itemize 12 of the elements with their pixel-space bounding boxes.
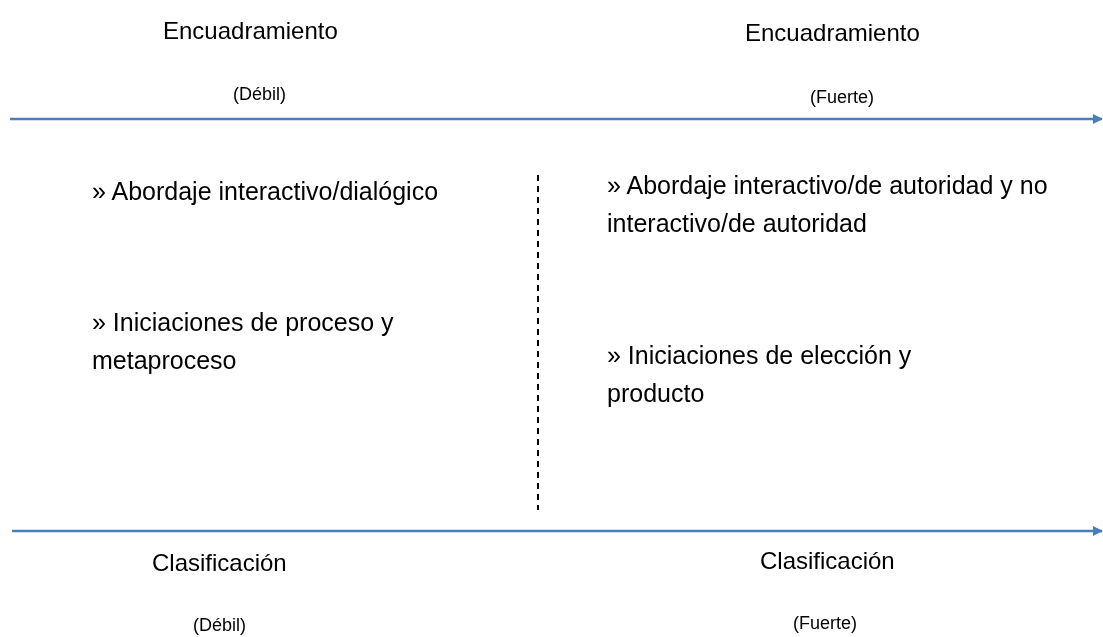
label-text: Clasificación — [152, 548, 287, 578]
label-text: (Fuerte) — [793, 612, 857, 634]
label-text: » Abordaje interactivo/dialógico — [92, 176, 439, 207]
label-text: Encuadramiento — [745, 18, 920, 48]
label-text: Clasificación — [760, 546, 895, 576]
label-text: » Iniciaciones de proceso y metaproceso — [92, 307, 395, 376]
label-text: » Iniciaciones de elección y producto — [607, 340, 913, 409]
label-text: (Débil) — [233, 83, 286, 105]
label-text: (Fuerte) — [810, 86, 874, 108]
label-text: » Abordaje interactivo/de autoridad y no interactivo/de autoridad — [607, 170, 1049, 239]
label-text: (Débil) — [193, 614, 246, 636]
label-text: Encuadramiento — [163, 16, 338, 46]
